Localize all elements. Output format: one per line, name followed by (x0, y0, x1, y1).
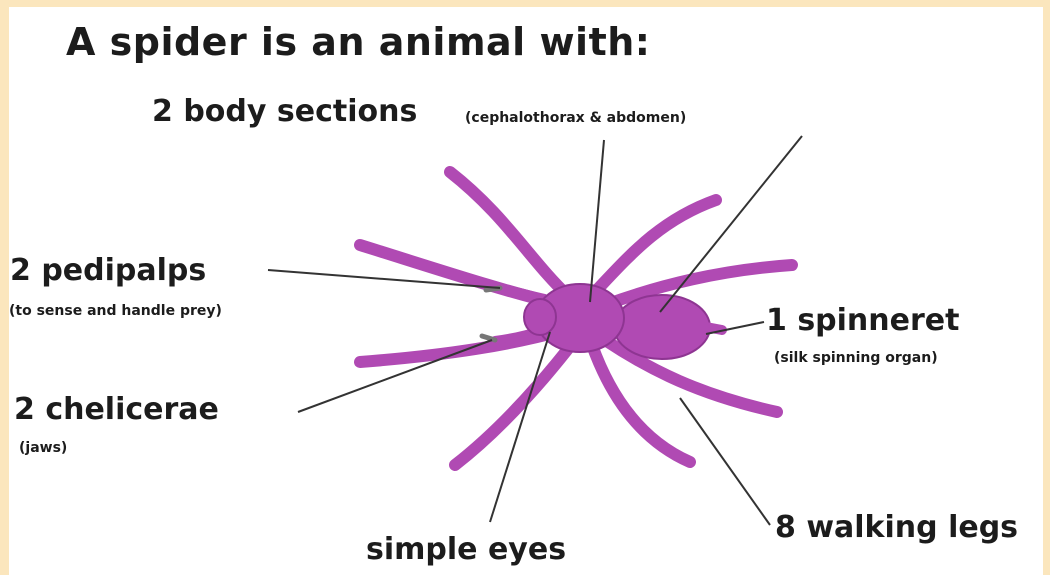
spider-spinneret (706, 327, 722, 330)
line-body-sections-to-abdomen (660, 136, 802, 312)
label-spinneret-note: (silk spinning organ) (774, 350, 938, 366)
label-walking-legs: 8 walking legs (775, 510, 1018, 545)
leg-front-right-2 (605, 265, 792, 305)
label-body-sections: 2 body sections (152, 94, 417, 129)
diagram-title: A spider is an animal with: (66, 20, 650, 64)
label-simple-eyes: simple eyes (366, 532, 566, 567)
label-body-sections-note: (cephalothorax & abdomen) (465, 110, 686, 126)
spider-abdomen (614, 295, 710, 359)
label-spinneret: 1 spinneret (766, 303, 959, 338)
leg-rear-left-2 (455, 340, 575, 465)
label-pedipalps: 2 pedipalps (10, 253, 206, 288)
line-chelicerae (298, 340, 492, 412)
spider-head (524, 299, 556, 335)
label-pedipalps-note: (to sense and handle prey) (9, 303, 222, 319)
label-chelicerae: 2 chelicerae (14, 392, 219, 427)
spider-fangs (482, 288, 500, 340)
label-chelicerae-note: (jaws) (19, 440, 67, 456)
